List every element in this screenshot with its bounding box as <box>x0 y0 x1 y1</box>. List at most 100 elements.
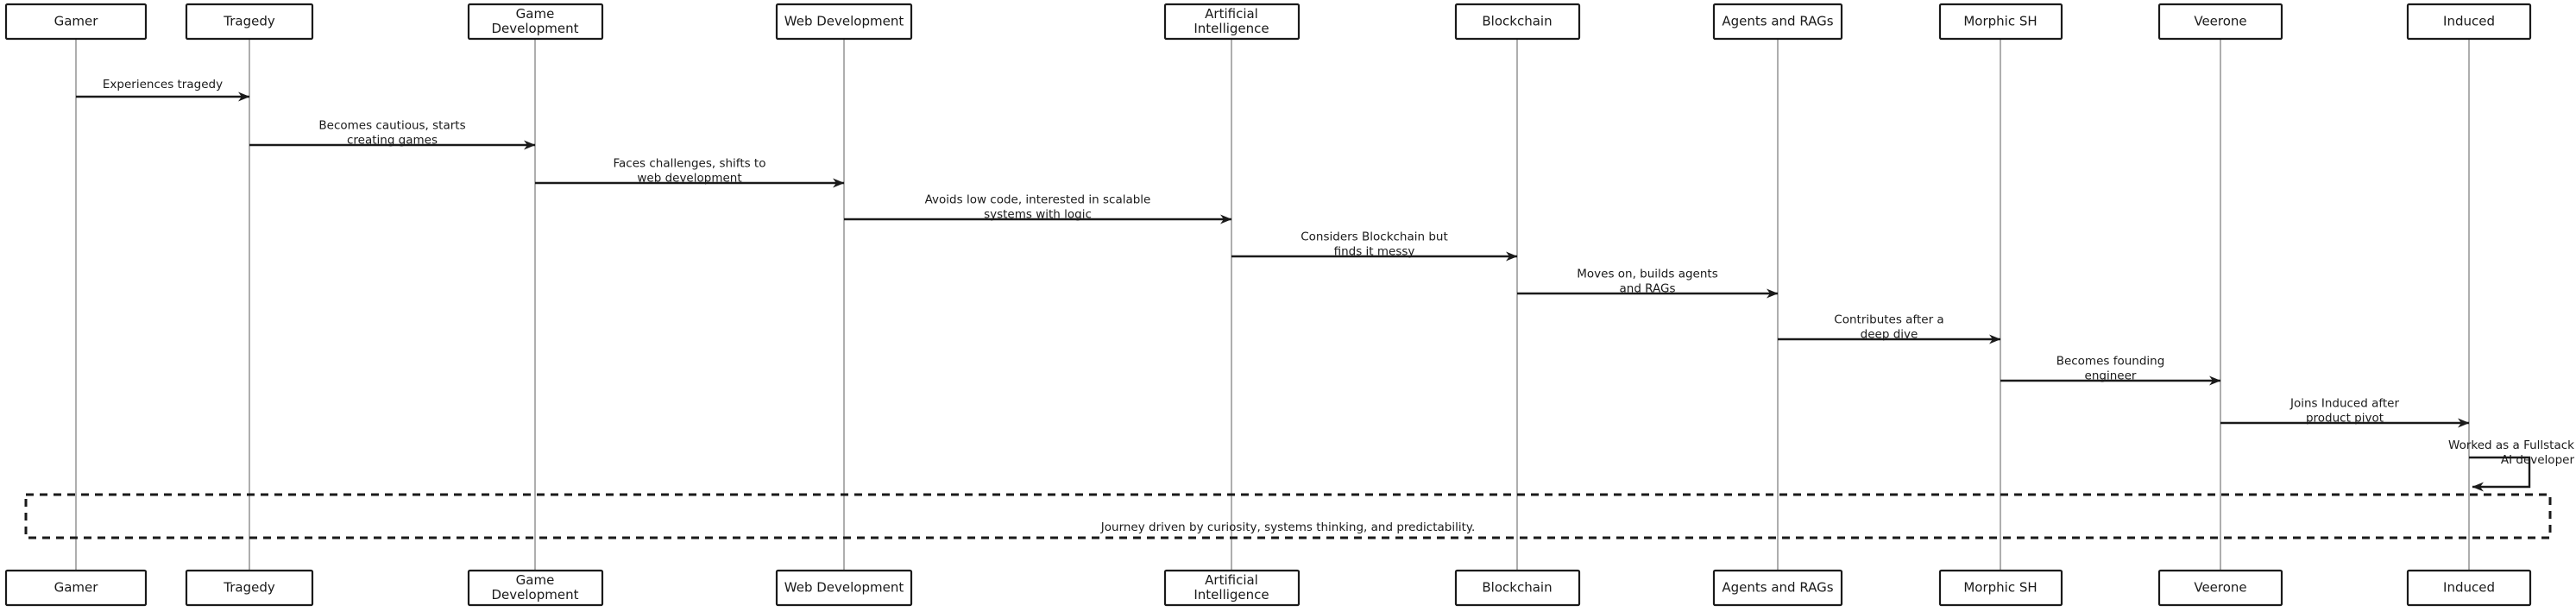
participant-tragedy-bottom[interactable]: Tragedy <box>185 569 314 607</box>
participant-label: Intelligence <box>1194 21 1269 36</box>
message-label: creating games <box>347 134 438 148</box>
message-label: product pivot <box>2306 412 2384 426</box>
participant-box <box>4 569 148 607</box>
participant-induced-bottom[interactable]: Induced <box>2406 569 2532 607</box>
participant-gamer-bottom[interactable]: Gamer <box>4 569 148 607</box>
message-label: deep dive <box>1861 328 1918 342</box>
message-label: Avoids low code, interested in scalable <box>925 193 1151 207</box>
message-label: Experiences tragedy <box>103 78 223 91</box>
participant-blockchain-top[interactable]: Blockchain <box>1454 3 1581 41</box>
participant-box <box>775 3 913 41</box>
participant-box <box>1163 3 1301 41</box>
participant-box <box>1454 569 1581 607</box>
message-label: engineer <box>2085 369 2137 383</box>
message-label: Becomes founding <box>2056 355 2165 369</box>
participant-label: Veerone <box>2194 580 2246 596</box>
participant-box <box>2157 569 2283 607</box>
participant-tragedy-top[interactable]: Tragedy <box>185 3 314 41</box>
message-label: Contributes after a <box>1834 313 1943 327</box>
participant-label: Morphic SH <box>1963 580 2037 596</box>
participant-label: Artificial <box>1205 6 1258 22</box>
participant-label: Artificial <box>1205 572 1258 588</box>
participant-box <box>2157 3 2283 41</box>
participant-box <box>1712 569 1843 607</box>
participant-box <box>1938 569 2063 607</box>
participant-webdev-bottom[interactable]: Web Development <box>775 569 913 607</box>
message-m4[interactable]: Avoids low code, interested in scalables… <box>844 193 1232 224</box>
participant-label: Web Development <box>784 580 904 596</box>
participant-box <box>775 569 913 607</box>
message-m1[interactable]: Experiences tragedy <box>76 78 250 102</box>
participant-box <box>1454 3 1581 41</box>
participant-box <box>185 3 314 41</box>
message-label: Worked as a Fullstack <box>2448 438 2574 452</box>
participant-label: Induced <box>2443 580 2495 596</box>
participant-morphic-bottom[interactable]: Morphic SH <box>1938 569 2063 607</box>
participant-gamer-top[interactable]: Gamer <box>4 3 148 41</box>
note-label: Journey driven by curiosity, systems thi… <box>1100 521 1475 534</box>
participant-label: Game <box>516 572 555 588</box>
participant-label: Morphic SH <box>1963 14 2037 29</box>
participant-label: Agents and RAGs <box>1722 14 1833 29</box>
message-label: Moves on, builds agents <box>1577 268 1717 281</box>
participant-box <box>4 3 148 41</box>
lifelines-layer <box>75 39 2470 571</box>
participant-label: Intelligence <box>1194 587 1269 603</box>
participant-label: Blockchain <box>1482 14 1552 29</box>
participant-veerone-bottom[interactable]: Veerone <box>2157 569 2283 607</box>
participant-webdev-top[interactable]: Web Development <box>775 3 913 41</box>
message-label: Becomes cautious, starts <box>318 119 465 133</box>
participant-label: Game <box>516 6 555 22</box>
message-label: systems with logic <box>984 208 1092 222</box>
participant-label: Induced <box>2443 14 2495 29</box>
participant-label: Blockchain <box>1482 580 1552 596</box>
message-label: finds it messy <box>1334 245 1415 259</box>
message-label: Joins Induced after <box>2289 397 2400 411</box>
participant-label: Tragedy <box>223 14 275 29</box>
participant-label: Agents and RAGs <box>1722 580 1833 596</box>
participant-box <box>2406 569 2532 607</box>
message-self-arrow <box>2469 456 2531 492</box>
participant-box <box>467 569 604 607</box>
participant-box <box>1712 3 1843 41</box>
participant-label: Tragedy <box>223 580 275 596</box>
participant-box <box>467 3 604 41</box>
participant-label: Gamer <box>54 14 99 29</box>
message-label: web development <box>637 172 741 186</box>
participant-blockchain-bottom[interactable]: Blockchain <box>1454 569 1581 607</box>
message-label: Faces challenges, shifts to <box>614 157 766 171</box>
message-label: Considers Blockchain but <box>1301 230 1448 244</box>
participant-box <box>185 569 314 607</box>
message-label: and RAGs <box>1619 282 1675 296</box>
participant-box <box>1938 3 2063 41</box>
participant-box <box>1163 569 1301 607</box>
participant-veerone-top[interactable]: Veerone <box>2157 3 2283 41</box>
participant-agents-top[interactable]: Agents and RAGs <box>1712 3 1843 41</box>
participant-label: Development <box>492 587 579 603</box>
participant-label: Gamer <box>54 580 99 596</box>
participant-morphic-top[interactable]: Morphic SH <box>1938 3 2063 41</box>
participant-box <box>2406 3 2532 41</box>
participant-label: Veerone <box>2194 14 2246 29</box>
participant-label: Web Development <box>784 14 904 29</box>
participant-label: Development <box>492 21 579 36</box>
participant-induced-top[interactable]: Induced <box>2406 3 2532 41</box>
participant-agents-bottom[interactable]: Agents and RAGs <box>1712 569 1843 607</box>
